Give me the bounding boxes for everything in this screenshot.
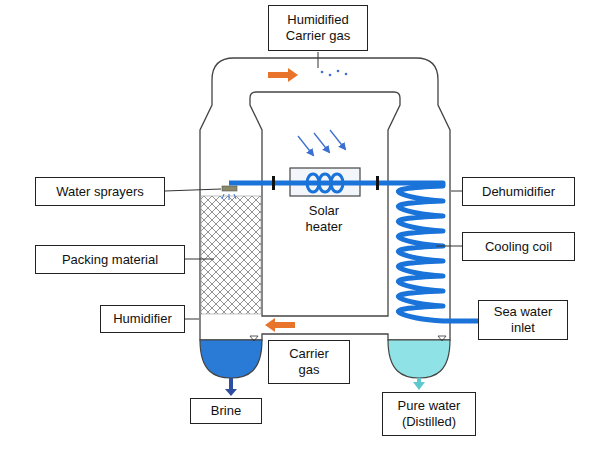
- vapour-dot: [345, 73, 348, 76]
- leader-line: [318, 52, 319, 68]
- brine-outlet: [229, 378, 233, 390]
- brine-bowl: [200, 340, 262, 378]
- callout-box: Carrier gas: [268, 340, 350, 384]
- callout-box: Sea water inlet: [478, 300, 568, 340]
- water-level-mark: [438, 336, 446, 341]
- callout-box: Packing material: [35, 245, 185, 274]
- distillate-bowl: [388, 340, 450, 378]
- vapour-dot: [321, 71, 324, 74]
- callout-text: Humidified Carrier gas: [275, 12, 361, 43]
- vapour-dot: [329, 74, 332, 77]
- gas-arrowhead: [288, 68, 298, 82]
- sun-ray: [330, 130, 345, 149]
- pipe-flange: [272, 176, 275, 190]
- leader-line: [436, 246, 462, 247]
- sun-ray: [314, 133, 329, 152]
- leader-line: [185, 259, 214, 260]
- callout-text: Brine: [211, 403, 241, 419]
- callout-text: Cooling coil: [485, 239, 552, 255]
- brine-arrowhead: [225, 389, 237, 396]
- gas-arrowhead: [265, 318, 275, 332]
- callout-box: Humidifier: [100, 305, 185, 333]
- callout-text: Water sprayers: [56, 184, 144, 200]
- callout-text: Sea water inlet: [487, 304, 559, 335]
- leader-line: [165, 189, 221, 191]
- leader-line: [451, 191, 462, 192]
- callout-text: Packing material: [62, 252, 158, 268]
- callout-box: Cooling coil: [462, 232, 575, 261]
- distillate-arrowhead: [413, 382, 425, 390]
- callout-box: Brine: [190, 398, 262, 424]
- pipe-flange: [376, 176, 379, 190]
- gas-arrow-shaft: [268, 72, 289, 78]
- callout-box: Pure water (Distilled): [382, 392, 476, 436]
- water-level-mark: [250, 336, 258, 341]
- heater-coil: [307, 174, 319, 192]
- leader-line: [185, 319, 199, 320]
- sun-ray: [298, 136, 313, 155]
- callout-box: Water sprayers: [35, 177, 165, 206]
- sprayer-nozzle: [222, 186, 237, 191]
- part-label: Solar heater: [293, 203, 355, 234]
- spray-drops: [222, 194, 236, 200]
- packing-hatch: [201, 196, 261, 314]
- vapour-dot: [337, 70, 340, 73]
- callout-box: Humidified Carrier gas: [268, 5, 368, 51]
- callout-text: Carrier gas: [281, 346, 337, 377]
- heater-coil: [331, 174, 343, 192]
- heater-coil: [319, 174, 331, 192]
- callout-text: Dehumidifier: [482, 184, 555, 200]
- gas-arrow-shaft: [274, 322, 295, 328]
- sea-water-pipe: [229, 183, 478, 321]
- callout-box: Dehumidifier: [462, 177, 575, 206]
- callout-text: Humidifier: [113, 311, 172, 327]
- callout-text: Pure water (Distilled): [391, 398, 467, 429]
